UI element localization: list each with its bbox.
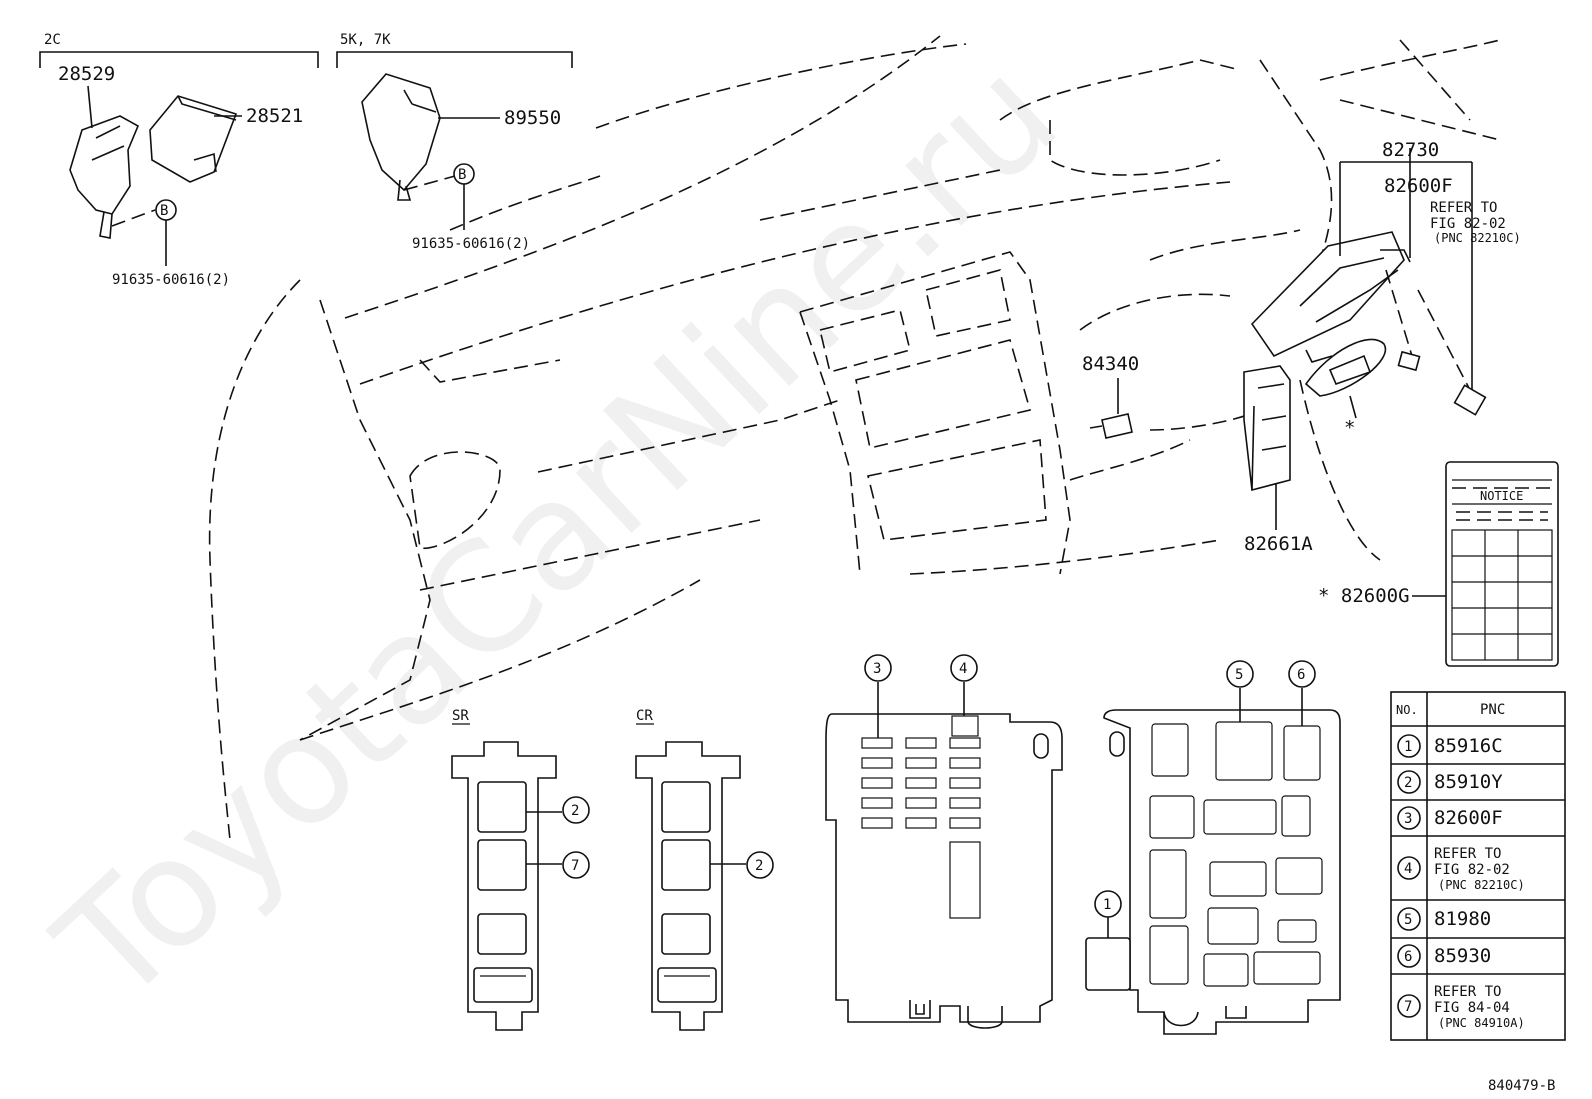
relay-89550: 89550 (361, 73, 561, 201)
table-row-pnc: 85916C (1434, 735, 1503, 757)
table-row-no: 2 (1404, 775, 1412, 791)
bolt-ref-mid: B 91635-60616(2) (412, 163, 530, 252)
callout-4: 4 (950, 654, 978, 682)
fuse-grid (861, 715, 981, 919)
part-label-82600F: 82600F (1384, 175, 1453, 197)
part-label-89550: 89550 (504, 107, 561, 129)
relay-block-label-cr: CR (636, 708, 653, 724)
relay-28529: 28529 (58, 63, 156, 239)
table-row: 7 REFER TO FIG 84-04 (PNC 84910A) (1397, 984, 1525, 1030)
callout-2-sr: 2 (562, 796, 590, 824)
notice-label: NOTICE (1480, 489, 1523, 503)
ref-line-2: FIG 82-02 (1430, 216, 1506, 232)
callout-3: 3 (864, 654, 892, 682)
table-row-pnc-line: REFER TO (1434, 984, 1501, 1000)
callout-text-5: 5 (1235, 667, 1243, 683)
bolt-ref-left: B 91635-60616(2) (112, 199, 230, 288)
callout-6: 6 (1288, 660, 1316, 688)
table-row-pnc-line: (PNC 84910A) (1438, 1016, 1525, 1030)
pnc-table: NO. PNC 1 85916C 2 85910Y 3 82600F 4 REF… (1390, 691, 1566, 1041)
label-plate-82600G: NOTICE * 82600G (1318, 461, 1559, 667)
callout-text-1: 1 (1103, 897, 1111, 913)
table-row: 4 REFER TO FIG 82-02 (PNC 82210C) (1397, 846, 1525, 892)
table-header-no: NO. (1396, 703, 1418, 717)
relay-block-label-sr: SR (452, 708, 469, 724)
fuse-block-82600F (825, 682, 1063, 1029)
relay-block-cr: CR (635, 708, 746, 1031)
ref-b-mid: B (458, 167, 466, 183)
figure-id: 840479-B (1488, 1078, 1555, 1094)
table-row: 2 85910Y (1397, 770, 1503, 794)
group-label-middle: 5K, 7K (340, 32, 391, 48)
table-row-pnc: 82600F (1434, 807, 1503, 829)
table-row-pnc: 85910Y (1434, 771, 1503, 793)
table-row-no: 1 (1404, 739, 1412, 755)
table-row-pnc: 81980 (1434, 908, 1491, 930)
group-bracket-middle: 5K, 7K (336, 32, 573, 68)
ref-b-left: B (160, 203, 168, 219)
table-row-no: 6 (1404, 949, 1412, 965)
part-label-bolt-left: 91635-60616(2) (112, 272, 230, 288)
callout-text-7-sr: 7 (571, 858, 579, 874)
part-label-84340: 84340 (1082, 353, 1139, 375)
center-stack (799, 251, 1071, 575)
table-row-no: 5 (1404, 912, 1412, 928)
callout-2-cr: 2 (746, 851, 774, 879)
table-header-pnc: PNC (1480, 702, 1505, 718)
table-row: 3 82600F (1397, 806, 1503, 830)
instrument-panel-outline (208, 35, 1501, 841)
part-label-82730: 82730 (1382, 139, 1439, 161)
callout-text-6: 6 (1297, 667, 1305, 683)
callout-text-2-sr: 2 (571, 803, 579, 819)
asterisk-mark: * (1344, 417, 1355, 439)
ref-line-3: (PNC 82210C) (1434, 231, 1521, 245)
table-row-no: 4 (1404, 861, 1412, 877)
part-label-28521: 28521 (246, 105, 303, 127)
table-row-pnc-line: REFER TO (1434, 846, 1501, 862)
group-bracket-left: 2C (39, 32, 319, 68)
part-label-82661A: 82661A (1244, 533, 1313, 555)
table-row: 5 81980 (1397, 907, 1491, 931)
callout-5: 5 (1226, 660, 1254, 688)
table-row-pnc-line: (PNC 82210C) (1438, 878, 1525, 892)
callout-text-2-cr: 2 (755, 858, 763, 874)
callout-text-3: 3 (873, 661, 881, 677)
table-row-pnc-line: FIG 82-02 (1434, 862, 1510, 878)
relay-28521: 28521 (149, 95, 303, 183)
bracket-82661A: 82661A (1243, 365, 1313, 555)
part-label-bolt-mid: 91635-60616(2) (412, 236, 530, 252)
ref-line-1: REFER TO (1430, 200, 1497, 216)
callout-1: 1 (1094, 890, 1122, 918)
callout-7-sr: 7 (562, 851, 590, 879)
part-label-28529: 28529 (58, 63, 115, 85)
relay-block-81980 (1085, 688, 1341, 1035)
part-label-82600G: * 82600G (1318, 585, 1410, 607)
callout-text-4: 4 (959, 661, 967, 677)
relay-block-sr: SR (451, 708, 562, 1031)
table-row-no: 3 (1404, 811, 1412, 827)
table-row: 6 85930 (1397, 944, 1491, 968)
table-row-no: 7 (1404, 999, 1412, 1015)
junction-block-82730: * 82730 82600F REFER TO FIG 82-02 (PNC 8… (1250, 139, 1521, 439)
table-row: 1 85916C (1397, 734, 1503, 758)
group-label-left: 2C (44, 32, 61, 48)
table-row-pnc: 85930 (1434, 945, 1491, 967)
switch-84340: 84340 (1082, 353, 1139, 439)
table-row-pnc-line: FIG 84-04 (1434, 1000, 1510, 1016)
